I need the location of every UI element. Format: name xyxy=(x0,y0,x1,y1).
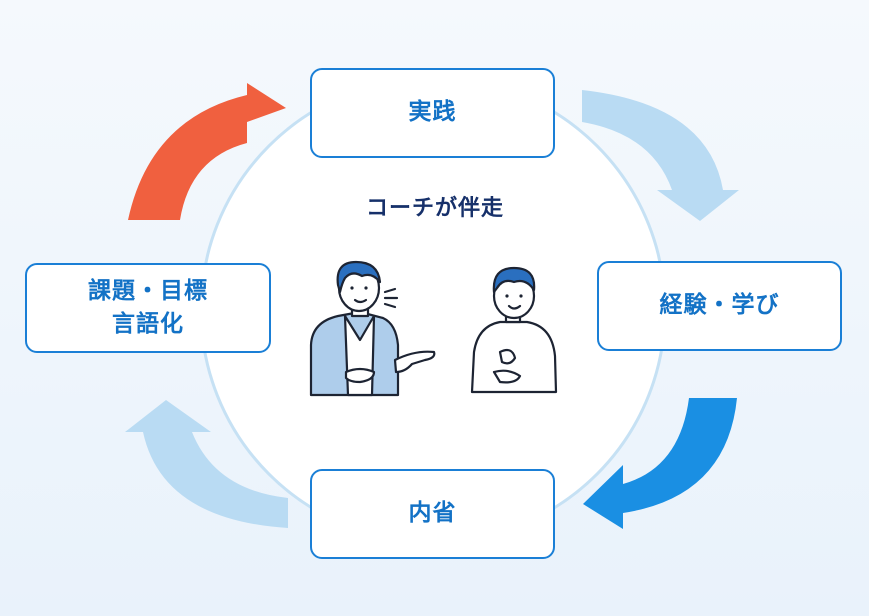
arrow-goal-to-practice xyxy=(128,83,286,220)
arrow-reflection-to-goal xyxy=(125,400,288,528)
arrow-experience-to-reflection xyxy=(583,398,737,529)
coach-icon xyxy=(309,260,436,397)
stage-practice: 実践 xyxy=(310,68,555,158)
stage-reflection: 内省 xyxy=(310,469,555,559)
stage-goal: 課題・目標 言語化 xyxy=(25,263,271,353)
stage-goal-label-line2: 言語化 xyxy=(112,311,184,337)
stage-reflection-label: 内省 xyxy=(408,500,457,527)
client-icon xyxy=(470,266,558,394)
stage-experience: 経験・学び xyxy=(597,261,842,351)
stage-experience-label: 経験・学び xyxy=(659,292,780,319)
stage-goal-label-line1: 課題・目標 xyxy=(88,277,208,304)
center-title: コーチが伴走 xyxy=(365,196,504,221)
stage-practice-label: 実践 xyxy=(408,99,457,126)
arrow-practice-to-experience xyxy=(582,90,739,221)
